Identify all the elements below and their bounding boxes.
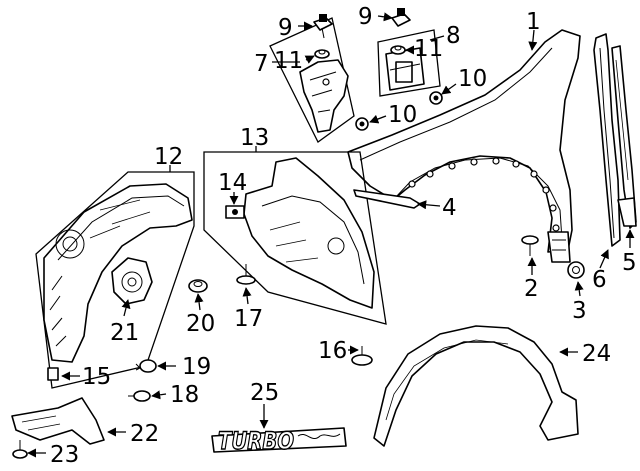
callout-9a: 9: [278, 15, 293, 41]
bolt-icon-9a: [313, 14, 333, 39]
strip-part-4: [353, 189, 421, 209]
wheelhouse-liner-part-12: [35, 171, 195, 389]
bracket-part-22: [11, 397, 105, 445]
splash-shield-part-21: [111, 257, 153, 305]
callout-9b: 9: [358, 4, 373, 30]
callout-21: 21: [110, 320, 139, 346]
callout-18: 18: [170, 382, 199, 408]
callout-17: 17: [234, 306, 263, 332]
bolt-icon-16: [351, 346, 373, 366]
callout-13: 13: [240, 125, 269, 151]
callout-25: 25: [250, 380, 279, 406]
callout-labels: 1 2 3 4 5 6 7 8 9 9 10 10 11 11 12 13 14…: [50, 4, 637, 468]
callout-11b: 11: [414, 36, 443, 62]
callout-7: 7: [254, 51, 269, 77]
callout-4: 4: [442, 195, 457, 221]
callout-10a: 10: [458, 66, 487, 92]
pillar-seal-part-6: [593, 33, 621, 247]
callout-5: 5: [622, 250, 637, 276]
nut-icon-20: [188, 279, 208, 293]
rear-liner-part-13: [203, 151, 387, 325]
nut-icon-11b: [390, 45, 406, 55]
callout-10b: 10: [388, 102, 417, 128]
fender-part-1: [347, 29, 581, 263]
bolt-icon-23: [12, 440, 28, 459]
nut-icon-11a: [314, 49, 330, 59]
callout-14: 14: [218, 170, 247, 196]
callout-24: 24: [582, 341, 611, 367]
callout-8: 8: [446, 23, 461, 49]
bolt-icon-19: [135, 359, 157, 373]
bolt-icon-17: [236, 264, 256, 285]
callout-3: 3: [572, 298, 587, 324]
callout-2: 2: [524, 276, 539, 302]
leader-lines: [27, 12, 635, 458]
callout-11a: 11: [274, 48, 303, 74]
nut-icon-3: [567, 261, 585, 279]
bolt-icon-18: [128, 390, 151, 402]
callout-15: 15: [82, 364, 111, 390]
fender-wheel-arch-holes: [408, 157, 560, 232]
bolt-icon-10a: [429, 91, 443, 105]
callout-1: 1: [526, 9, 541, 35]
seal-strip-part-5: [611, 45, 637, 229]
callout-16: 16: [318, 338, 347, 364]
callout-12: 12: [154, 144, 183, 170]
callout-6: 6: [592, 267, 607, 293]
pin-icon-2: [521, 235, 539, 256]
callout-23: 23: [50, 442, 79, 468]
callout-19: 19: [182, 354, 211, 380]
wheel-arch-moulding-part-24: [373, 325, 579, 447]
bolt-icon-9b: [391, 8, 411, 27]
clip-icon-14: [225, 205, 245, 219]
emblem-lettering: TURBO: [218, 427, 294, 455]
turbo-emblem-part-25: TURBO: [211, 426, 347, 456]
bolt-icon-10b: [355, 117, 369, 131]
callout-20: 20: [186, 311, 215, 337]
callout-22: 22: [130, 421, 159, 447]
